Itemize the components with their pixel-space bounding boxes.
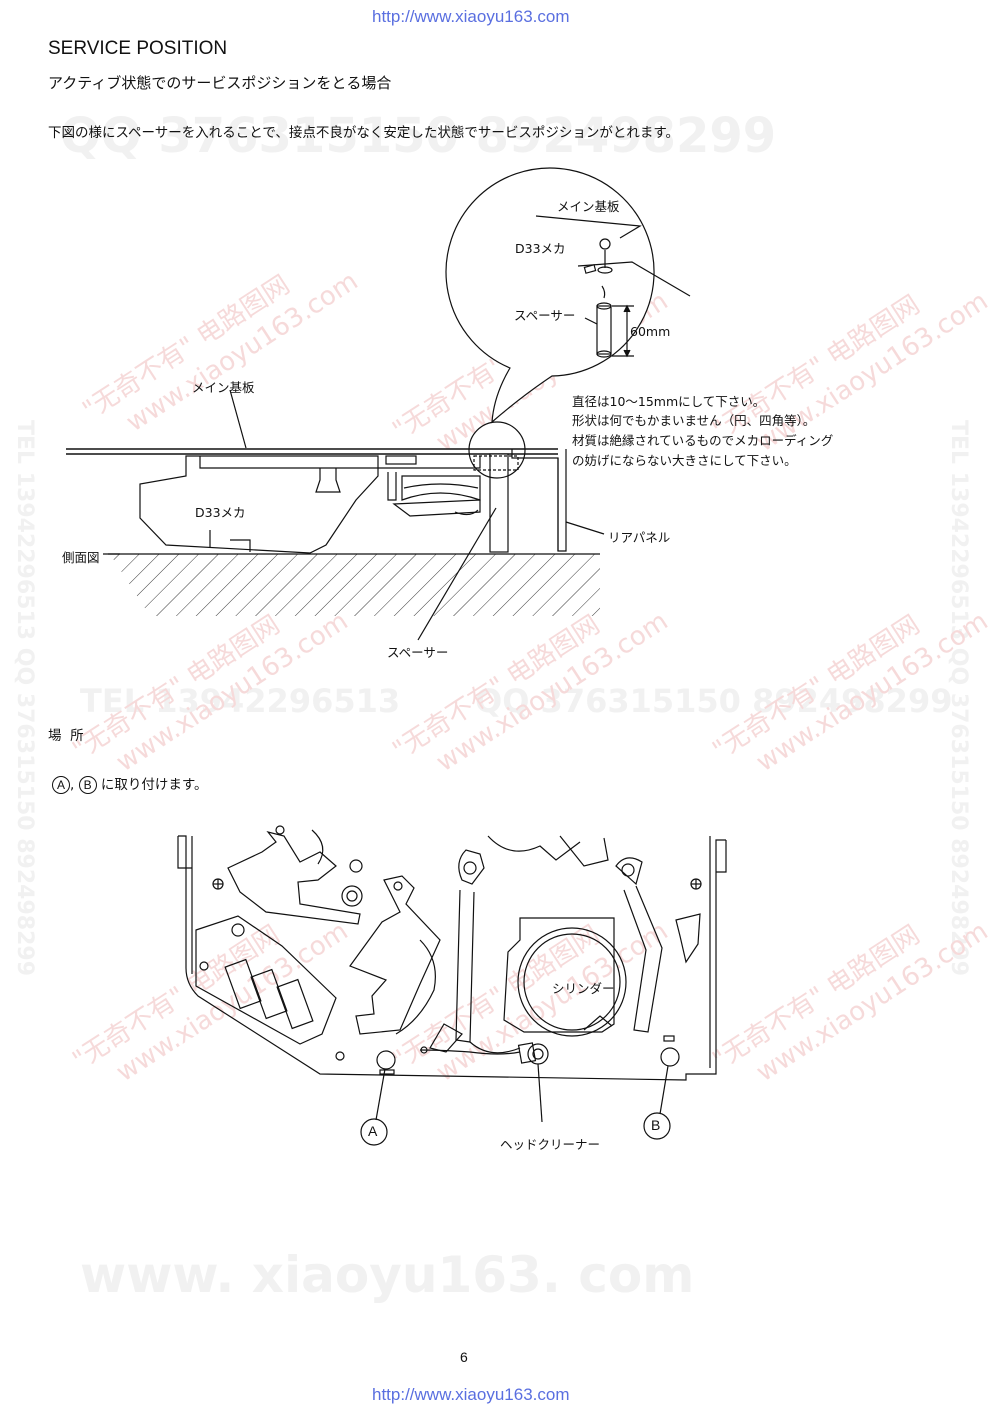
marker-a-label: A [368, 1123, 378, 1139]
location-line: A, B に取り付けます。 [52, 773, 208, 794]
footer-url[interactable]: http://www.xiaoyu163.com [372, 1385, 570, 1404]
marker-b-inline: B [78, 776, 97, 794]
watermark-side-right: TEL 13942296513 QQ 376315150 892498299 [946, 420, 971, 976]
note-line-3: 材質は絶縁されているものでメカローディング [572, 433, 834, 448]
head-cleaner-label: ヘッドクリーナー [500, 1137, 601, 1152]
location-text: に取り付けます。 [100, 777, 208, 793]
bottom-view-diagram [177, 825, 727, 1146]
detail-spacer-label: スペーサー [514, 308, 576, 323]
marker-b-ring [643, 1112, 671, 1140]
page-subtitle: アクティブ状態でのサービスポジションをとる場合 [48, 74, 392, 92]
page-number: 6 [460, 1349, 468, 1365]
note-line-4: の妨げにならない大きさにして下さい。 [572, 453, 797, 468]
watermark-tel: TEL 13942296513 [80, 682, 400, 720]
marker-b-label: B [651, 1117, 661, 1133]
spacer-label: スペーサー [387, 645, 449, 660]
chassis-outline [178, 835, 726, 1081]
watermark-qq-mid: QQ 376315150 892498299 [475, 682, 952, 720]
d33-mechanism [139, 455, 481, 554]
marker-a-ring [360, 1118, 388, 1146]
note-line-1: 直径は10〜15mmにして下さい。 [572, 394, 766, 409]
main-board-label: メイン基板 [192, 380, 255, 395]
rear-panel [511, 449, 567, 552]
head-cleaner [517, 1042, 549, 1065]
page-title: SERVICE POSITION [48, 38, 228, 59]
watermark-www: www. xiaoyu163. com [80, 1246, 694, 1304]
marker-separator: , [70, 777, 75, 793]
header-url[interactable]: http://www.xiaoyu163.com [372, 7, 570, 26]
side-view-label: 側面図 [62, 550, 100, 565]
note-line-2: 形状は何でもかまいません（円、四角等）。 [572, 413, 816, 428]
post-b [660, 1047, 680, 1067]
d33-label: D33メカ [195, 505, 246, 520]
marker-a-inline: A [52, 776, 70, 794]
ground-hatch [110, 554, 600, 616]
detail-main-board-label: メイン基板 [557, 199, 620, 214]
cylinder [503, 917, 627, 1037]
location-heading: 場 所 [48, 728, 84, 744]
spacer-side [473, 453, 519, 553]
detail-focus-circle [468, 421, 526, 479]
detail-d33-label: D33メカ [515, 241, 566, 256]
intro-text: 下図の様にスペーサーを入れることで、接点不良がなく安定した状態でサービスポジショ… [48, 125, 679, 141]
post-a [376, 1050, 396, 1070]
detail-callout [445, 167, 691, 424]
side-view-diagram [66, 167, 691, 641]
main-board [66, 448, 558, 455]
detail-height-label: 60mm [630, 324, 671, 339]
watermark-qq: QQ 376315150 892498299 [60, 108, 776, 164]
watermark-side-left: TEL 13942296513 QQ 376315150 892498299 [12, 420, 37, 976]
cylinder-label: シリンダー [552, 981, 615, 996]
rear-panel-label: リアパネル [608, 530, 671, 545]
